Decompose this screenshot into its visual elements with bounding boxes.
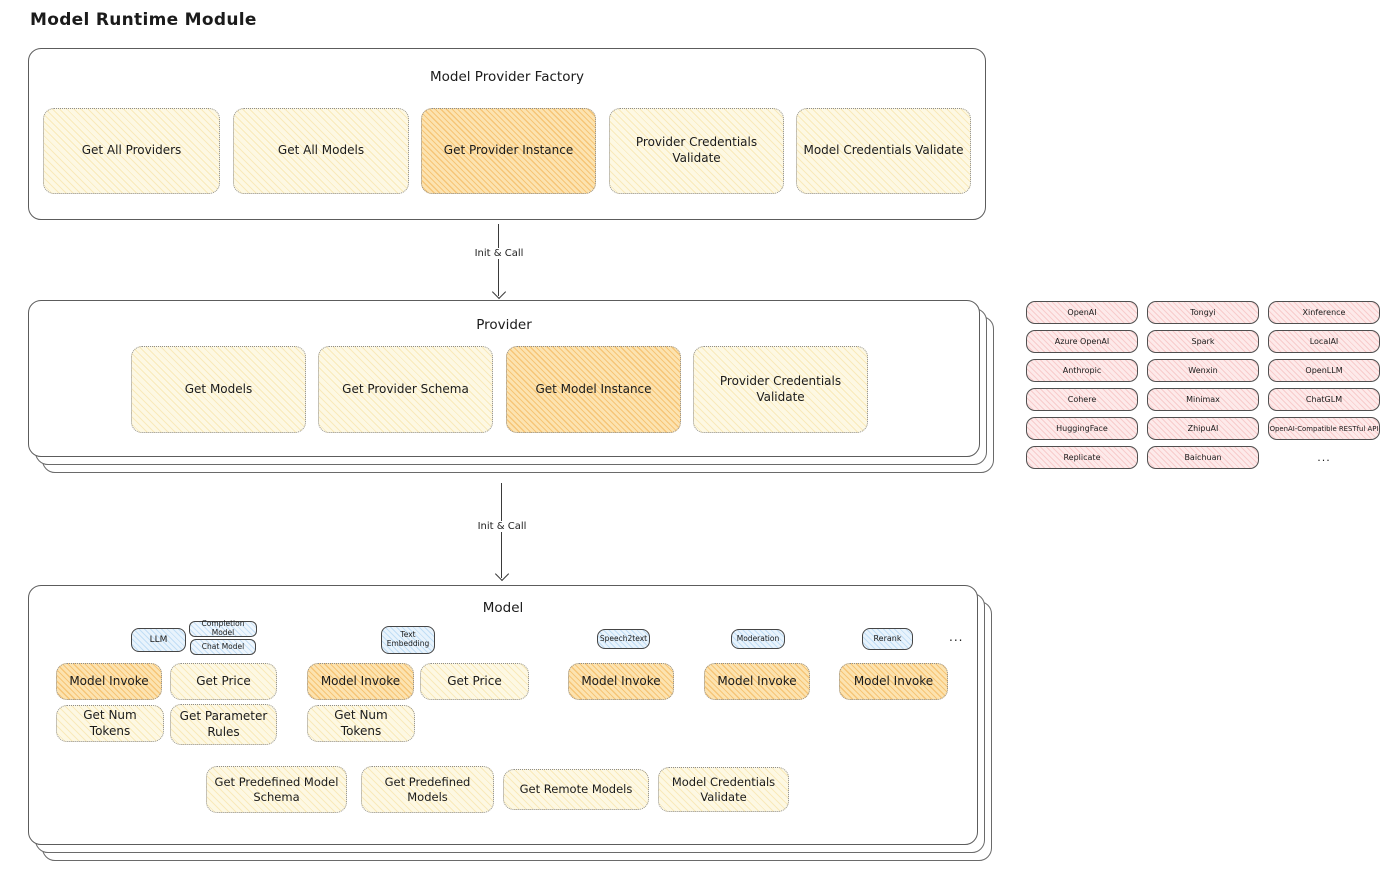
- provider-item-spark: Spark: [1147, 330, 1259, 353]
- provider-item-zhipuai: ZhipuAI: [1147, 417, 1259, 440]
- provider-box-provider-credentials-validate: Provider Credentials Validate: [693, 346, 868, 433]
- provider-list-more-ellipsis: ...: [1317, 451, 1331, 464]
- provider-item-openai: OpenAI: [1026, 301, 1138, 324]
- arrow-factory-to-provider: Init & Call: [470, 224, 528, 296]
- model-box-llm-model-invoke: Model Invoke: [56, 663, 162, 700]
- tab-chat-model: Chat Model: [190, 639, 256, 655]
- provider-item-azure-openai: Azure OpenAI: [1026, 330, 1138, 353]
- model-box-llm-get-num-tokens: Get Num Tokens: [56, 705, 164, 742]
- factory-box-get-all-models: Get All Models: [233, 108, 409, 194]
- provider-container: Provider Get Models Get Provider Schema …: [28, 300, 980, 457]
- provider-item-xinference: Xinference: [1268, 301, 1380, 324]
- provider-box-get-model-instance: Get Model Instance: [506, 346, 681, 433]
- provider-item-wenxin: Wenxin: [1147, 359, 1259, 382]
- factory-box-get-all-providers: Get All Providers: [43, 108, 220, 194]
- provider-name-grid: OpenAI Tongyi Xinference Azure OpenAI Sp…: [1026, 301, 1380, 469]
- provider-item-chatglm: ChatGLM: [1268, 388, 1380, 411]
- factory-box-model-credentials-validate: Model Credentials Validate: [796, 108, 971, 194]
- provider-item-cohere: Cohere: [1026, 388, 1138, 411]
- tab-moderation: Moderation: [731, 629, 785, 649]
- model-title: Model: [482, 600, 524, 616]
- tab-speech2text: Speech2text: [597, 629, 650, 649]
- factory-container: Model Provider Factory Get All Providers…: [28, 48, 986, 220]
- provider-item-localai: LocalAI: [1268, 330, 1380, 353]
- model-box-model-credentials-validate: Model Credentials Validate: [658, 767, 789, 812]
- model-box-speech2text-model-invoke: Model Invoke: [568, 663, 674, 700]
- model-container: Model LLM Completion Model Chat Model Te…: [28, 585, 978, 845]
- factory-box-provider-credentials-validate: Provider Credentials Validate: [609, 108, 784, 194]
- model-box-llm-get-parameter-rules: Get Parameter Rules: [170, 704, 277, 745]
- arrow-label-init-call-bottom: Init & Call: [473, 521, 531, 532]
- arrow-label-init-call-top: Init & Call: [470, 248, 528, 259]
- tab-llm: LLM: [131, 628, 186, 652]
- model-box-llm-get-price: Get Price: [170, 663, 277, 700]
- provider-item-tongyi: Tongyi: [1147, 301, 1259, 324]
- tab-rerank: Rerank: [862, 628, 913, 650]
- provider-item-huggingface: HuggingFace: [1026, 417, 1138, 440]
- provider-item-anthropic: Anthropic: [1026, 359, 1138, 382]
- model-box-embedding-get-num-tokens: Get Num Tokens: [307, 705, 415, 742]
- model-box-get-predefined-model-schema: Get Predefined Model Schema: [206, 766, 347, 813]
- provider-item-replicate: Replicate: [1026, 446, 1138, 469]
- provider-item-openllm: OpenLLM: [1268, 359, 1380, 382]
- model-box-get-remote-models: Get Remote Models: [503, 769, 649, 810]
- factory-title: Model Provider Factory: [429, 69, 584, 85]
- page-title: Model Runtime Module: [30, 10, 257, 30]
- factory-box-get-provider-instance: Get Provider Instance: [421, 108, 596, 194]
- model-box-moderation-model-invoke: Model Invoke: [704, 663, 810, 700]
- model-box-rerank-model-invoke: Model Invoke: [839, 663, 948, 700]
- tab-completion-model: Completion Model: [189, 620, 257, 637]
- tab-text-embedding: Text Embedding: [381, 626, 435, 654]
- provider-item-baichuan: Baichuan: [1147, 446, 1259, 469]
- provider-box-get-models: Get Models: [131, 346, 306, 433]
- provider-item-openai-compatible-restful-api: OpenAI-Compatible RESTful API: [1268, 417, 1380, 440]
- tabs-more-ellipsis: ...: [949, 630, 964, 644]
- provider-box-get-provider-schema: Get Provider Schema: [318, 346, 493, 433]
- model-box-embedding-get-price: Get Price: [420, 663, 529, 700]
- model-box-get-predefined-models: Get Predefined Models: [361, 766, 494, 813]
- provider-item-minimax: Minimax: [1147, 388, 1259, 411]
- provider-title: Provider: [476, 317, 532, 333]
- model-box-embedding-model-invoke: Model Invoke: [307, 663, 414, 700]
- arrow-provider-to-model: Init & Call: [473, 483, 531, 578]
